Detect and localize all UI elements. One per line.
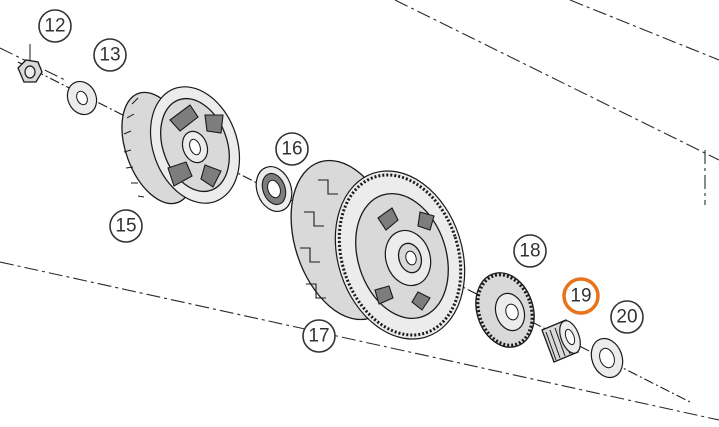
callout-18-circle	[513, 234, 547, 268]
callout-17-circle	[302, 319, 336, 353]
callout-16-label: 16	[281, 139, 302, 160]
frame-line-top-right	[569, 0, 719, 61]
callout-20[interactable]: 20	[610, 300, 644, 334]
callout-12-label: 12	[44, 16, 65, 37]
callout-19-label: 19	[570, 286, 591, 307]
callout-12-circle	[38, 9, 72, 43]
part-12-nut[interactable]	[17, 44, 43, 83]
callout-18-label: 18	[519, 241, 540, 262]
part-13-washer[interactable]	[62, 77, 102, 120]
callout-19[interactable]: 19	[562, 277, 600, 315]
callout-19-highlight-circle	[562, 277, 600, 315]
part-20-washer[interactable]	[586, 334, 628, 382]
part-18-gear[interactable]	[467, 265, 544, 355]
callout-15-label: 15	[115, 216, 136, 237]
callout-13-label: 13	[99, 45, 120, 66]
part-15-clutch-hub[interactable]	[108, 74, 255, 215]
callout-17-label: 17	[308, 326, 329, 347]
callout-20-circle	[610, 300, 644, 334]
callout-13-circle	[93, 38, 127, 72]
callout-15-circle	[109, 209, 143, 243]
callout-16-circle	[275, 132, 309, 166]
frame-line-bottom	[0, 261, 719, 421]
callout-15[interactable]: 15	[109, 209, 143, 243]
callout-13[interactable]: 13	[93, 38, 127, 72]
callout-17[interactable]: 17	[302, 319, 336, 353]
callout-16[interactable]: 16	[275, 132, 309, 166]
part-16-bearing[interactable]	[250, 162, 298, 217]
frame-line-top	[394, 0, 719, 161]
callout-18[interactable]: 18	[513, 234, 547, 268]
part-19-needle-bearing[interactable]	[541, 318, 584, 363]
callout-12[interactable]: 12	[38, 9, 72, 43]
callout-20-label: 20	[616, 307, 637, 328]
part-17-clutch-basket[interactable]	[272, 147, 485, 356]
